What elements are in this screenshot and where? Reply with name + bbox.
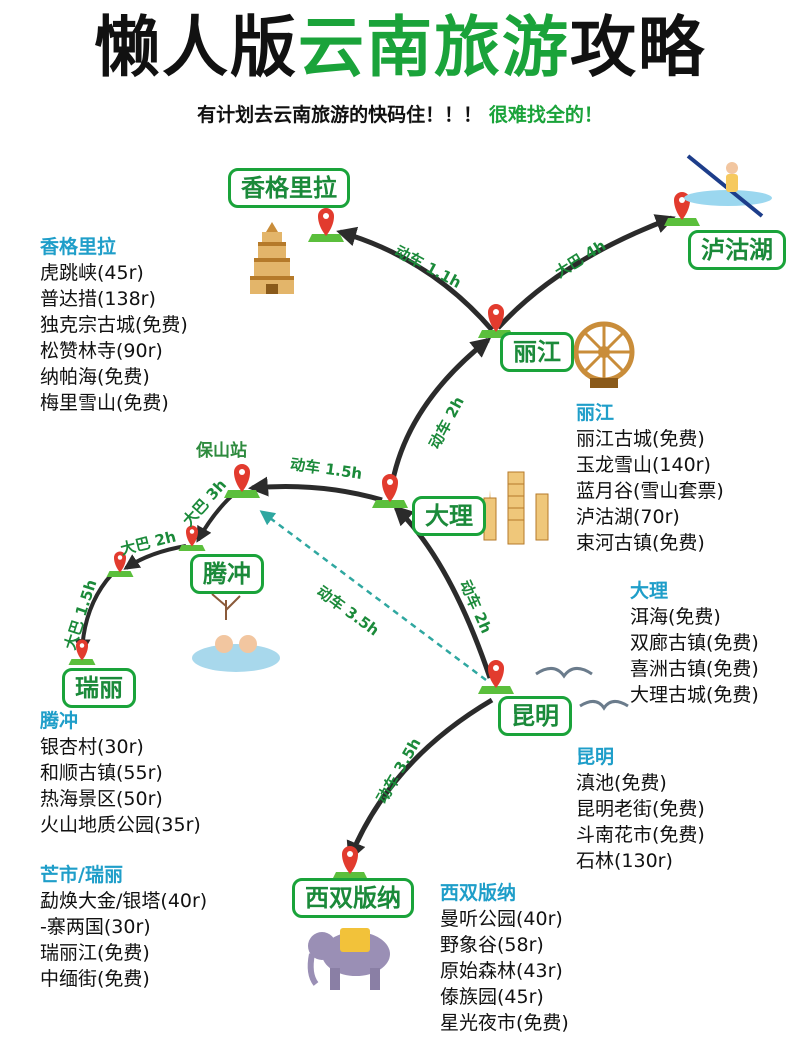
city-label-xishuangbanna: 西双版纳 bbox=[292, 878, 414, 918]
hot-spring-icon bbox=[192, 593, 280, 672]
city-label-lugu: 泸沽湖 bbox=[688, 230, 786, 270]
pagoda-icon bbox=[250, 222, 294, 294]
info-item: 蓝月谷(雪山套票) bbox=[576, 480, 724, 502]
map-pin-icon bbox=[106, 551, 134, 577]
info-item: 火山地质公园(35r) bbox=[40, 814, 201, 836]
info-item: 梅里雪山(免费) bbox=[40, 392, 169, 414]
info-item: 滇池(免费) bbox=[576, 772, 667, 794]
info-item: 曼听公园(40r) bbox=[440, 908, 563, 930]
seagull-icon bbox=[535, 667, 593, 679]
subtitle-main: 有计划去云南旅游的快码住！！！ bbox=[197, 104, 483, 126]
city-label-shangrila: 香格里拉 bbox=[228, 168, 350, 208]
info-heading: 腾冲 bbox=[40, 710, 79, 732]
map-pin-icon bbox=[332, 846, 368, 880]
info-item: 中缅街(免费) bbox=[40, 968, 150, 990]
map-pin-icon bbox=[178, 525, 206, 551]
station-label-baoshan: 保山站 bbox=[196, 441, 247, 461]
map-pin-icon bbox=[308, 208, 344, 242]
info-heading: 大理 bbox=[630, 580, 669, 602]
kayak-icon bbox=[684, 154, 772, 218]
info-item: 泸沽湖(70r) bbox=[576, 506, 680, 528]
route-kunming-dali bbox=[393, 505, 493, 679]
info-item: 和顺古镇(55r) bbox=[40, 762, 163, 784]
info-item: 勐焕大金/银塔(40r) bbox=[40, 890, 208, 912]
info-heading: 芒市/瑞丽 bbox=[40, 864, 123, 886]
info-item: 独克宗古城(免费) bbox=[40, 314, 188, 336]
map-pin-icon bbox=[68, 639, 96, 665]
city-label-tengchong: 腾冲 bbox=[190, 554, 264, 594]
three-pagodas-icon bbox=[483, 471, 549, 545]
route-kunming-xishuangbanna bbox=[346, 697, 494, 862]
info-heading: 西双版纳 bbox=[440, 882, 517, 904]
info-item: 松赞林寺(90r) bbox=[40, 340, 163, 362]
info-lijiang: 丽江 丽江古城(免费) 玉龙雪山(140r) 蓝月谷(雪山套票) 泸沽湖(70r… bbox=[576, 400, 724, 556]
info-item: 银杏村(30r) bbox=[40, 736, 144, 758]
map-pin-icon bbox=[372, 474, 408, 508]
info-item: 原始森林(43r) bbox=[440, 960, 563, 982]
city-label-ruili: 瑞丽 bbox=[62, 668, 136, 708]
info-heading: 昆明 bbox=[576, 746, 615, 768]
route-tengchong-mid bbox=[123, 544, 187, 570]
info-item: -寨两国(30r) bbox=[40, 916, 151, 938]
info-item: 野象谷(58r) bbox=[440, 934, 544, 956]
info-item: 热海景区(50r) bbox=[40, 788, 163, 810]
info-item: 双廊古镇(免费) bbox=[630, 632, 759, 654]
info-item: 斗南花市(免费) bbox=[576, 824, 705, 846]
title-part-1: 懒人版 bbox=[94, 9, 298, 86]
info-item: 喜洲古镇(免费) bbox=[630, 658, 759, 680]
seagull-icon bbox=[579, 700, 629, 711]
info-item: 瑞丽江(免费) bbox=[40, 942, 150, 964]
info-item: 石林(130r) bbox=[576, 850, 673, 872]
info-tengchong: 腾冲 银杏村(30r) 和顺古镇(55r) 热海景区(50r) 火山地质公园(3… bbox=[40, 708, 201, 838]
info-item: 普达措(138r) bbox=[40, 288, 156, 310]
title-part-3: 攻略 bbox=[570, 9, 706, 86]
route-lijiang-lugu bbox=[496, 214, 676, 330]
route-kunming-baoshan bbox=[259, 510, 487, 681]
page-title: 懒人版云南旅游攻略 bbox=[0, 8, 800, 88]
page-subtitle: 有计划去云南旅游的快码住！！！ 很难找全的！ bbox=[0, 102, 800, 128]
info-xishuangbanna: 西双版纳 曼听公园(40r) 野象谷(58r) 原始森林(43r) 傣族园(45… bbox=[440, 880, 569, 1036]
city-label-lijiang: 丽江 bbox=[500, 332, 574, 372]
info-item: 虎跳峡(45r) bbox=[40, 262, 144, 284]
map-pin-icon bbox=[478, 660, 514, 694]
city-label-dali: 大理 bbox=[412, 496, 486, 536]
info-item: 束河古镇(免费) bbox=[576, 532, 705, 554]
info-shangrila: 香格里拉 虎跳峡(45r) 普达措(138r) 独克宗古城(免费) 松赞林寺(9… bbox=[40, 234, 188, 416]
info-item: 星光夜市(免费) bbox=[440, 1012, 569, 1034]
info-item: 大理古城(免费) bbox=[630, 684, 759, 706]
info-kunming: 昆明 滇池(免费) 昆明老街(免费) 斗南花市(免费) 石林(130r) bbox=[576, 744, 705, 874]
map-pin-icon bbox=[224, 464, 260, 498]
info-heading: 丽江 bbox=[576, 402, 615, 424]
info-item: 丽江古城(免费) bbox=[576, 428, 705, 450]
waterwheel-icon bbox=[573, 321, 635, 388]
title-part-2: 云南旅游 bbox=[298, 9, 570, 86]
info-item: 昆明老街(免费) bbox=[576, 798, 705, 820]
info-dali: 大理 洱海(免费) 双廊古镇(免费) 喜洲古镇(免费) 大理古城(免费) bbox=[630, 578, 759, 708]
info-item: 纳帕海(免费) bbox=[40, 366, 150, 388]
elephant-icon bbox=[307, 928, 390, 990]
info-item: 洱海(免费) bbox=[630, 606, 721, 628]
info-item: 玉龙雪山(140r) bbox=[576, 454, 711, 476]
city-label-kunming: 昆明 bbox=[498, 696, 572, 736]
route-dali-baoshan bbox=[248, 476, 383, 503]
subtitle-highlight: 很难找全的！ bbox=[488, 104, 603, 126]
info-item: 傣族园(45r) bbox=[440, 986, 544, 1008]
info-mangshi-ruili: 芒市/瑞丽 勐焕大金/银塔(40r) -寨两国(30r) 瑞丽江(免费) 中缅街… bbox=[40, 862, 207, 992]
info-heading: 香格里拉 bbox=[40, 236, 117, 258]
route-lijiang-shangrila bbox=[336, 226, 494, 332]
